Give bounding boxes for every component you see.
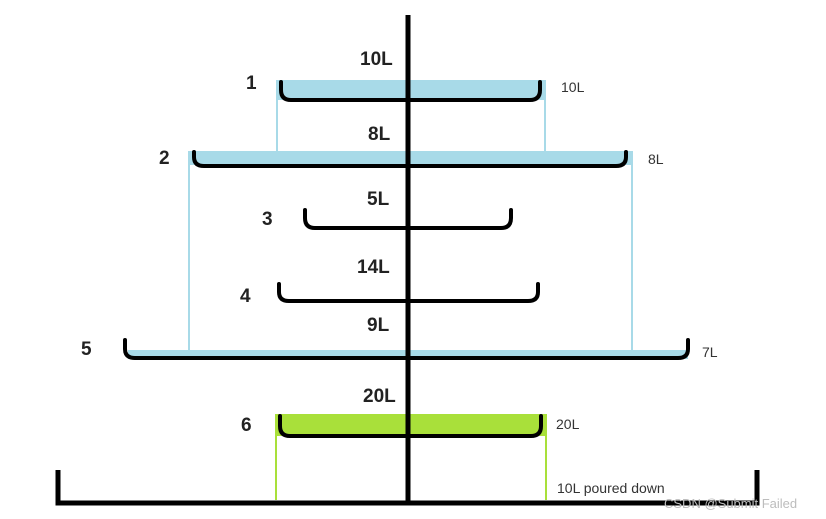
bowl-1-fill-label: 10L bbox=[561, 79, 585, 95]
bowl-1-number: 1 bbox=[246, 73, 257, 94]
bowl-3-number: 3 bbox=[262, 209, 273, 230]
bowl-4-number: 4 bbox=[240, 286, 251, 307]
bowl-6-capacity: 20L bbox=[363, 386, 396, 407]
bowl-6-number: 6 bbox=[241, 415, 252, 436]
bowl-6-fill-label: 20L bbox=[556, 416, 580, 432]
bowl-5-number: 5 bbox=[81, 339, 92, 360]
bowl-2-capacity: 8L bbox=[368, 124, 391, 145]
bowl-5-fill-label: 7L bbox=[702, 344, 718, 360]
bowl-1-capacity: 10L bbox=[360, 49, 393, 70]
watermark: CSDN @Submit Failed bbox=[664, 496, 797, 511]
bowl-4-capacity: 14L bbox=[357, 257, 390, 278]
bowl-6-water bbox=[277, 414, 545, 436]
poured-down-note: 10L poured down bbox=[557, 480, 665, 496]
bowl-5-capacity: 9L bbox=[367, 315, 390, 336]
bowl-1-water bbox=[277, 80, 545, 100]
bowl-3-capacity: 5L bbox=[367, 189, 390, 210]
bowl-2-fill-label: 8L bbox=[648, 151, 664, 167]
bowl-2-number: 2 bbox=[159, 148, 170, 169]
